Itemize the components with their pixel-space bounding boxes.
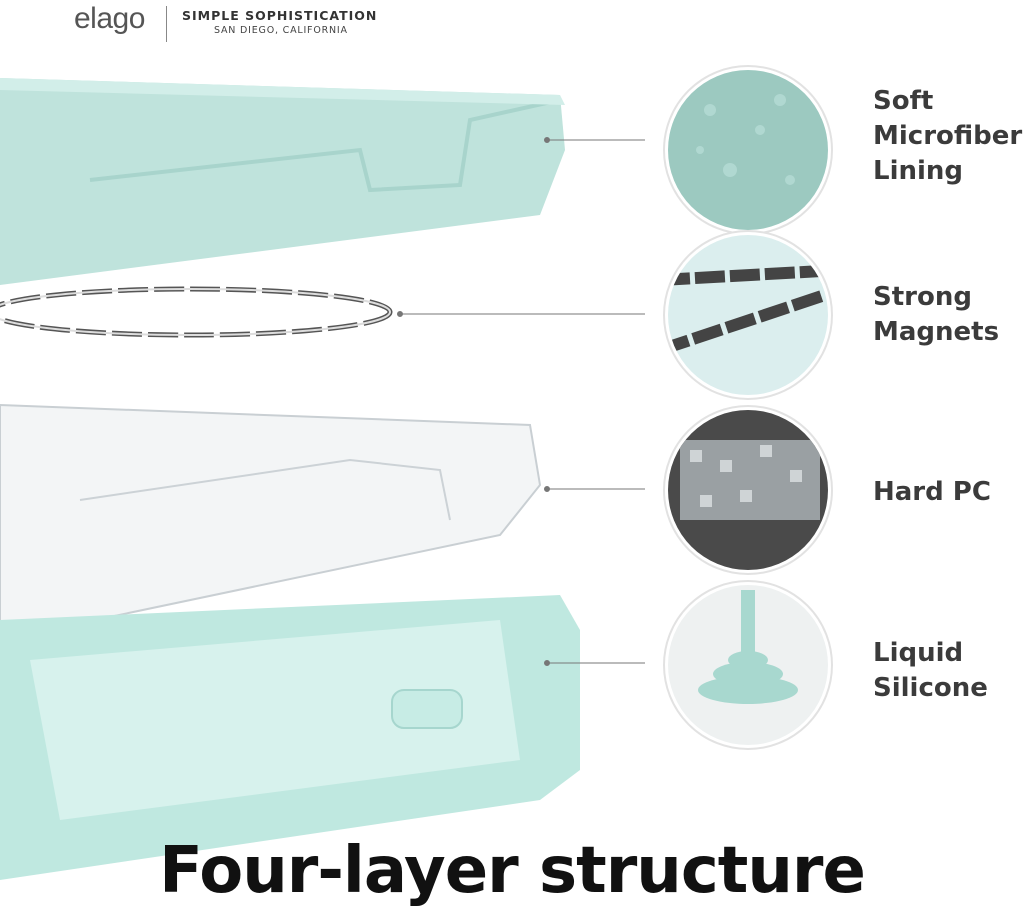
brand-logo: elago [74, 2, 145, 35]
label-microfiber: Soft Microfiber Lining [873, 84, 1022, 189]
magnet-ring [0, 286, 393, 338]
label-hard-pc: Hard PC [873, 475, 991, 510]
brand-tagline: SIMPLE SOPHISTICATION [182, 8, 378, 23]
label-silicone: Liquid Silicone [873, 636, 988, 706]
label-line: Microfiber [873, 121, 1023, 151]
label-line: Strong [873, 282, 972, 312]
label-line: Silicone [873, 673, 988, 703]
brand-location: SAN DIEGO, CALIFORNIA [214, 25, 348, 36]
label-line: Liquid [873, 638, 964, 668]
silicone-swatch [663, 580, 833, 750]
label-line: Magnets [873, 317, 1000, 347]
microfiber-swatch [663, 65, 833, 235]
pc-swatch [663, 405, 833, 575]
silicone-layer [0, 595, 580, 880]
label-magnets: Strong Magnets [873, 280, 999, 350]
label-line: Soft [873, 86, 934, 116]
label-line: Hard PC [873, 477, 991, 507]
label-line: Lining [873, 156, 964, 186]
page-title: Four-layer structure [159, 834, 866, 908]
hard-pc-layer [0, 403, 542, 642]
brand-divider [166, 6, 167, 42]
microfiber-layer [0, 78, 565, 285]
magnets-swatch [663, 230, 833, 400]
